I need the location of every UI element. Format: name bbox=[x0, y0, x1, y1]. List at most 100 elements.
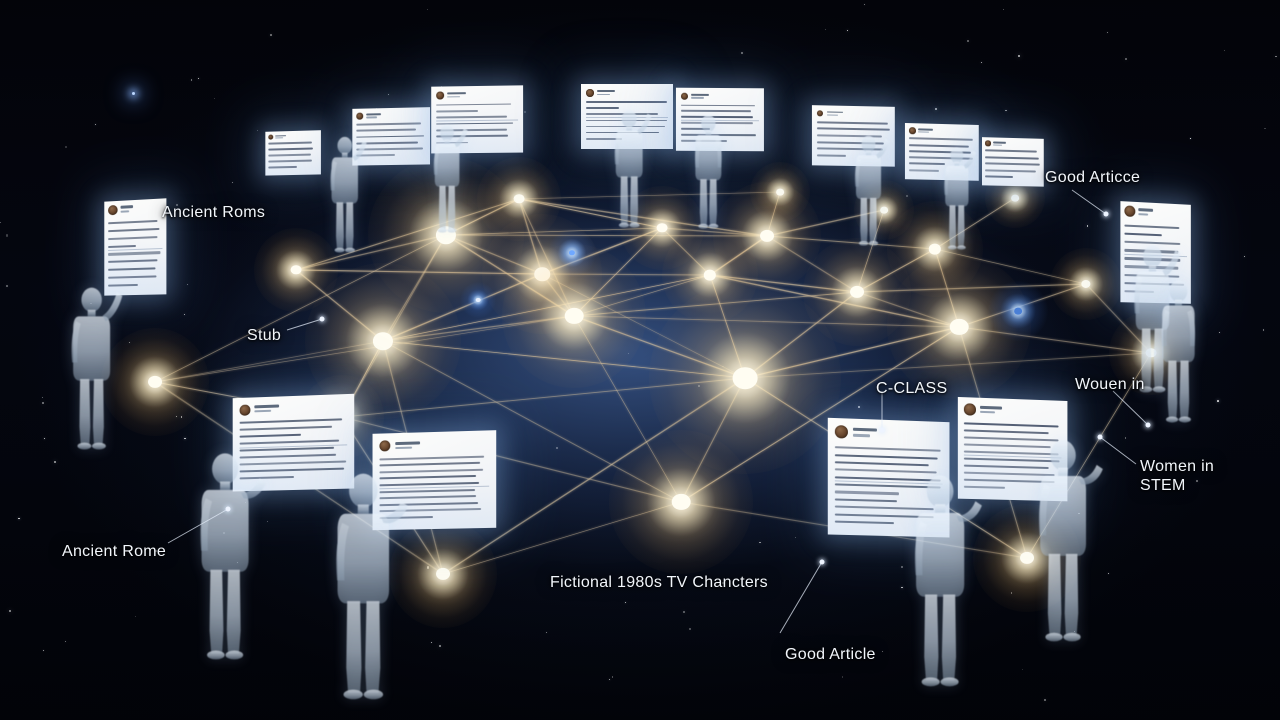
human-figure bbox=[330, 136, 367, 253]
article-body-line bbox=[834, 490, 899, 495]
article-subtitle-line bbox=[254, 410, 272, 413]
article-subtitle-line bbox=[120, 210, 130, 214]
article-body-line bbox=[1124, 232, 1162, 237]
article-avatar bbox=[268, 134, 274, 140]
article-title-line bbox=[366, 113, 382, 116]
article-avatar bbox=[356, 112, 364, 120]
article-title-line bbox=[852, 427, 878, 432]
article-title-line bbox=[826, 111, 844, 114]
article-title-line bbox=[979, 405, 1002, 410]
article-subtitle-line bbox=[394, 446, 413, 449]
article-body-line bbox=[107, 259, 158, 264]
callout-label-women-in-stem: Women in STEM bbox=[1140, 458, 1215, 494]
article-body-line bbox=[107, 251, 161, 256]
article-avatar bbox=[379, 440, 391, 452]
leader-endpoint-dot bbox=[1097, 434, 1103, 440]
article-body-line bbox=[107, 235, 158, 241]
article-card[interactable] bbox=[265, 130, 321, 176]
article-body-line bbox=[985, 162, 1040, 166]
leader-endpoint-dot bbox=[879, 427, 885, 433]
article-body-line bbox=[985, 175, 1013, 178]
article-body-line bbox=[963, 429, 1049, 435]
human-figure bbox=[1038, 440, 1103, 642]
article-subtitle-line bbox=[918, 131, 929, 133]
article-body-line bbox=[107, 220, 158, 225]
article-body-line bbox=[379, 455, 485, 461]
article-body-line bbox=[436, 115, 507, 119]
human-figure bbox=[855, 135, 890, 246]
article-body-line bbox=[985, 149, 1037, 153]
article-body-line bbox=[239, 418, 343, 424]
human-figure bbox=[1161, 280, 1195, 423]
article-subtitle-line bbox=[979, 411, 996, 414]
article-body-line bbox=[963, 422, 1059, 428]
article-body-line bbox=[268, 141, 312, 145]
article-body-line bbox=[379, 462, 480, 467]
article-body-line bbox=[356, 128, 417, 132]
article-avatar bbox=[107, 204, 119, 216]
article-subtitle-line bbox=[691, 97, 704, 99]
article-body-line bbox=[909, 137, 974, 142]
article-avatar bbox=[436, 91, 444, 100]
article-body-line bbox=[680, 104, 755, 107]
article-subtitle-line bbox=[826, 114, 839, 116]
card-sheen bbox=[265, 130, 321, 176]
article-body-line bbox=[834, 461, 930, 467]
article-title-line bbox=[993, 141, 1006, 144]
article-avatar bbox=[909, 127, 916, 134]
article-body-line bbox=[816, 127, 890, 131]
article-subtitle-line bbox=[447, 96, 461, 98]
human-figure bbox=[335, 473, 408, 700]
article-subtitle-line bbox=[993, 144, 1003, 146]
article-avatar bbox=[680, 92, 689, 100]
article-card[interactable] bbox=[981, 137, 1044, 187]
callout-label-good-article-bottom: Good Article bbox=[785, 646, 876, 663]
article-title-line bbox=[1138, 207, 1153, 212]
article-card[interactable] bbox=[104, 198, 167, 296]
callout-label-fictional-tv: Fictional 1980s TV Chancters bbox=[550, 574, 768, 591]
article-title-line bbox=[447, 92, 466, 95]
article-body-line bbox=[356, 122, 421, 126]
leader-endpoint-dot bbox=[1145, 422, 1151, 428]
human-figure bbox=[1133, 245, 1180, 393]
article-subtitle-line bbox=[275, 137, 284, 139]
article-body-line bbox=[107, 267, 156, 272]
article-body-line bbox=[834, 520, 894, 525]
article-subtitle-line bbox=[1138, 213, 1149, 216]
article-avatar bbox=[985, 140, 991, 147]
article-body-line bbox=[436, 103, 512, 106]
article-body-line bbox=[268, 165, 297, 169]
human-figure bbox=[71, 287, 123, 450]
article-body-line bbox=[834, 453, 939, 460]
human-figure bbox=[944, 147, 977, 250]
callout-label-c-class: C-CLASS bbox=[876, 380, 948, 397]
article-title-line bbox=[254, 404, 279, 409]
article-body-line bbox=[239, 433, 301, 438]
article-body-line bbox=[107, 227, 160, 233]
article-body-line bbox=[268, 153, 312, 157]
article-title-line bbox=[597, 90, 616, 93]
article-body-line bbox=[985, 156, 1039, 160]
leader-endpoint-dot bbox=[1103, 211, 1109, 217]
article-body-line bbox=[586, 101, 667, 103]
article-avatar bbox=[239, 404, 250, 416]
leader-endpoint-dot bbox=[819, 559, 825, 565]
article-body-line bbox=[1124, 224, 1179, 230]
human-figure bbox=[200, 453, 266, 660]
article-separator bbox=[436, 119, 518, 122]
callout-label-good-article-top: Good Articce bbox=[1045, 169, 1141, 186]
article-subtitle-line bbox=[366, 116, 377, 119]
callout-label-ancient-rome-bottom: Ancient Rome bbox=[62, 543, 167, 560]
leader-endpoint-dot bbox=[225, 506, 231, 512]
human-figure bbox=[694, 114, 722, 229]
article-title-line bbox=[394, 441, 420, 445]
article-body-line bbox=[107, 275, 157, 279]
article-body-line bbox=[107, 244, 136, 248]
article-body-line bbox=[268, 159, 312, 163]
article-body-line bbox=[909, 168, 939, 172]
callout-label-stub: Stub bbox=[247, 327, 282, 344]
article-body-line bbox=[436, 109, 478, 113]
article-body-line bbox=[239, 425, 333, 431]
article-body-line bbox=[816, 154, 846, 157]
